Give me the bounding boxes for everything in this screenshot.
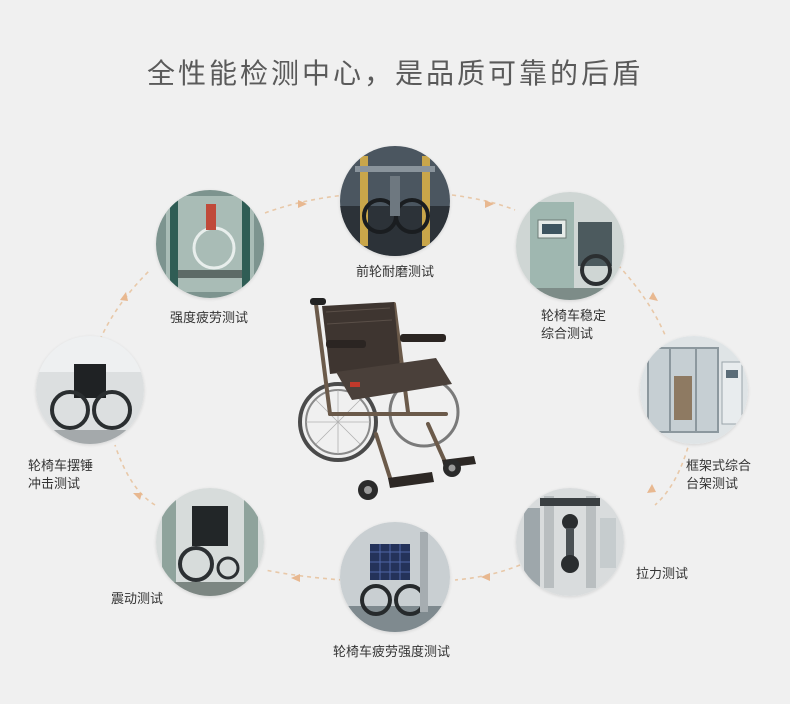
ring-arc-left-lower	[114, 444, 156, 506]
fatigue-strength-test-photo	[340, 522, 450, 632]
label-line: 台架测试	[686, 477, 739, 492]
label-line: 前轮耐磨测试	[356, 265, 435, 280]
ring-arc-bottom-left	[264, 569, 344, 581]
arrow-head-6	[291, 574, 300, 582]
label-vibration-test: 震动测试	[111, 591, 163, 609]
label-fatigue-strength-test: 轮椅车疲劳强度测试	[333, 644, 450, 662]
vibration-test-photo	[156, 488, 264, 596]
arrow-head-2	[485, 200, 494, 208]
ring-arc-right-upper	[617, 264, 666, 336]
arrow-head-4	[647, 484, 656, 493]
label-line: 轮椅车疲劳强度测试	[333, 645, 451, 660]
tensile-test-photo	[516, 488, 624, 596]
label-stability-test: 轮椅车稳定 综合测试	[541, 308, 606, 344]
strength-fatigue-test-photo	[156, 190, 264, 298]
arrow-head-5	[481, 573, 490, 581]
arrow-head-3	[649, 292, 658, 301]
label-pendulum-test: 轮椅车摆锤 冲击测试	[28, 458, 93, 494]
label-line: 拉力测试	[636, 567, 689, 582]
label-line: 综合测试	[541, 327, 594, 342]
label-line: 强度疲劳测试	[170, 311, 249, 326]
label-line: 轮椅车稳定	[541, 309, 607, 324]
arrow-head-7	[133, 493, 142, 500]
label-tensile-test: 拉力测试	[636, 566, 688, 584]
label-line: 框架式综合	[686, 459, 752, 474]
label-line: 震动测试	[111, 592, 164, 607]
label-strength-fatigue-test: 强度疲劳测试	[170, 310, 248, 328]
page-title: 全性能检测中心，是品质可靠的后盾	[146, 57, 643, 90]
ring-arc-right-lower	[654, 439, 691, 506]
label-line: 冲击测试	[28, 477, 81, 492]
wheelchair-product-image	[298, 298, 476, 500]
label-line: 轮椅车摆锤	[28, 459, 94, 474]
arrow-head-1	[298, 200, 307, 208]
label-front-wheel-test: 前轮耐磨测试	[356, 264, 434, 282]
label-frame-test: 框架式综合 台架测试	[686, 458, 751, 494]
frame-test-photo	[640, 336, 748, 444]
front-wheel-test-photo	[340, 146, 450, 256]
ring-arc-left-upper	[99, 269, 151, 341]
ring-arc-top-right	[451, 194, 516, 211]
ring-arc-top-left	[264, 194, 346, 214]
arrow-head-8	[120, 292, 128, 301]
stability-test-photo	[516, 192, 624, 300]
pendulum-test-photo	[36, 336, 144, 444]
